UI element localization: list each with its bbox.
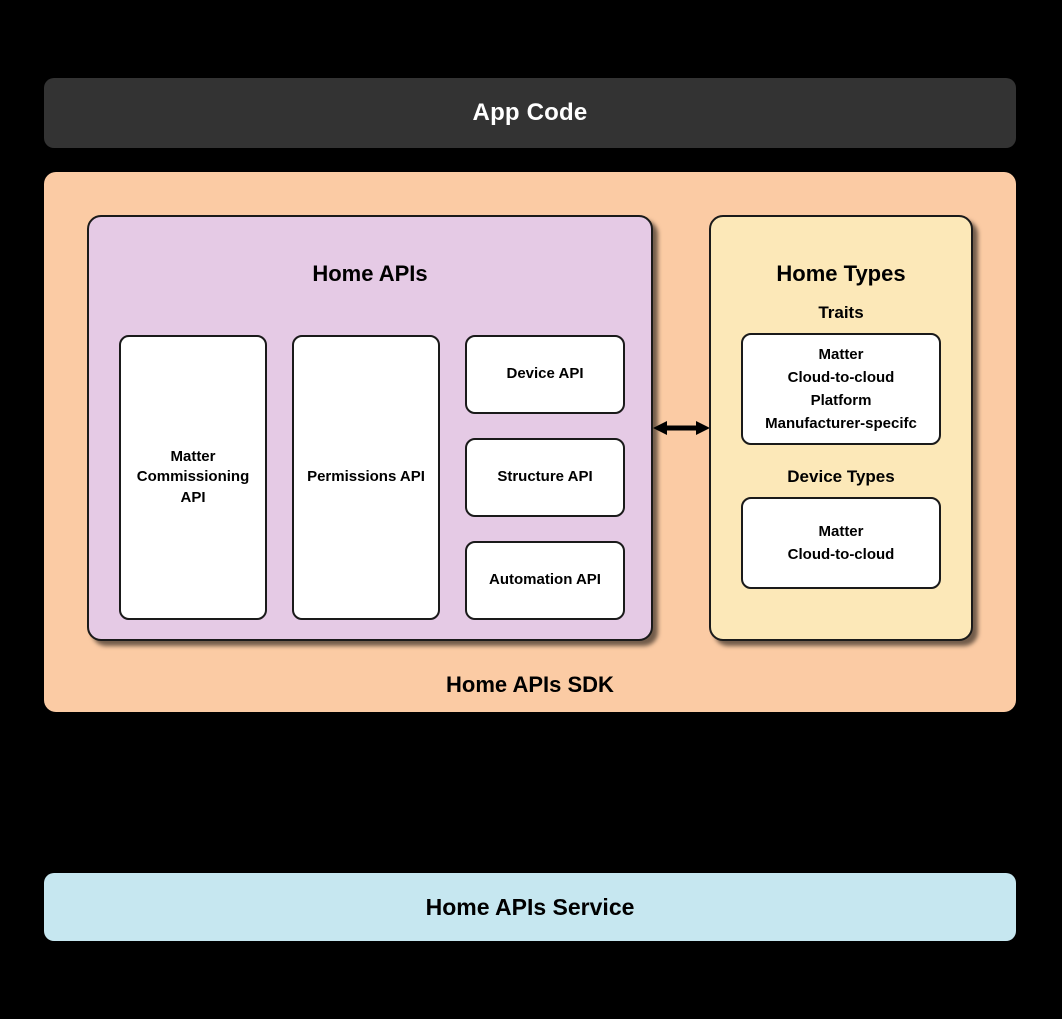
permissions-api-card[interactable]: Permissions API [292,335,440,620]
structure-api-card[interactable]: Structure API [465,438,625,517]
matter-commissioning-api-label: Matter Commissioning API [136,448,250,506]
matter-commissioning-api-card[interactable]: Matter Commissioning API [119,335,267,620]
home-types-body: Traits Matter Cloud-to-cloud Platform Ma… [741,303,941,589]
matter-commissioning-api-column: Matter Commissioning API [119,335,267,620]
home-types-title: Home Types [776,261,906,286]
home-apis-service-block: Home APIs Service [44,873,1016,941]
home-apis-service-label: Home APIs Service [425,893,635,920]
device-types-section-label: Device Types [787,467,895,486]
traits-section-label: Traits [818,303,864,322]
device-types-item-matter: Matter [818,522,864,540]
automation-api-card[interactable]: Automation API [465,541,625,620]
home-apis-title: Home APIs [312,261,428,286]
app-code-label: App Code [472,99,588,126]
device-api-card[interactable]: Device API [465,335,625,414]
traits-item-manufacturer-specific: Manufacturer-specifc [765,415,917,433]
permissions-api-label: Permissions API [307,468,425,486]
device-types-card[interactable]: Matter Cloud-to-cloud [741,497,941,589]
double-headed-arrow-icon [653,421,710,435]
permissions-api-column: Permissions API [292,335,440,620]
app-code-block: App Code [44,78,1016,148]
traits-item-cloud-to-cloud: Cloud-to-cloud [787,368,895,386]
home-apis-sdk-label: Home APIs SDK [446,672,614,697]
traits-card[interactable]: Matter Cloud-to-cloud Platform Manufactu… [741,333,941,445]
traits-item-matter: Matter [818,345,864,363]
api-stack-column: Device API Structure API Automation API [465,335,625,620]
traits-item-platform: Platform [810,392,872,409]
device-api-label: Device API [506,365,584,383]
home-apis-panel: Home APIs Matter Commissioning API Permi… [87,215,653,641]
home-apis-to-home-types-connector [653,416,710,440]
home-apis-sdk-container: Home APIs Matter Commissioning API Permi… [44,172,1016,712]
home-apis-card-grid: Matter Commissioning API Permissions API… [119,335,625,620]
automation-api-label: Automation API [489,571,601,589]
structure-api-label: Structure API [497,468,593,486]
device-types-item-cloud-to-cloud: Cloud-to-cloud [787,546,895,563]
home-types-panel: Home Types Traits Matter Cloud-to-cloud … [709,215,973,641]
